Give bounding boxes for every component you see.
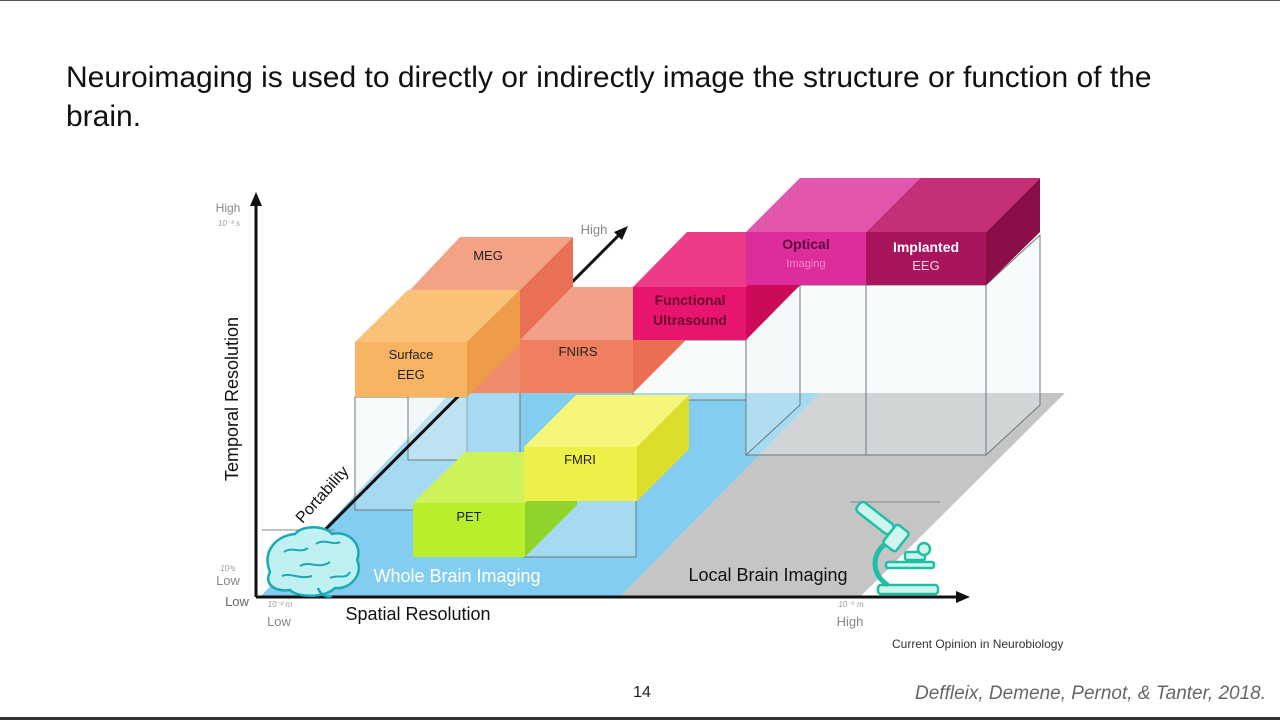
bottom-border (0, 717, 1280, 720)
x-axis-low: Low (267, 614, 291, 629)
y-axis-high: High (216, 201, 241, 215)
functional-ultrasound-label-1: Functional (655, 292, 726, 308)
x-axis-high: High (837, 614, 864, 629)
surface-eeg-label-1: Surface (389, 347, 434, 362)
functional-ultrasound-label-2: Ultrasound (653, 312, 727, 328)
depth-axis-high: High (581, 222, 608, 237)
block-fmri: FMRI (524, 395, 689, 501)
journal-name: Current Opinion in Neurobiology (892, 637, 1064, 651)
local-brain-region (620, 393, 1065, 597)
implanted-eeg-label-2: EEG (912, 258, 939, 273)
optical-label-1: Optical (782, 236, 829, 252)
y-axis-high-unit: 10⁻³ s (218, 219, 240, 228)
y-axis-low-unit: 10³s (220, 564, 236, 573)
pet-label: PET (456, 509, 481, 524)
microscope-icon (855, 500, 940, 596)
fmri-label: FMRI (564, 452, 596, 467)
slide-title: Neuroimaging is used to directly or indi… (66, 61, 1152, 133)
optical-label-2: Imaging (786, 258, 825, 270)
y-axis-label: Temporal Resolution (222, 317, 242, 481)
page-number: 14 (633, 684, 651, 701)
x-axis-low-unit: 10⁻² m (268, 600, 293, 609)
fnirs-label: FNIRS (559, 344, 598, 359)
block-optical-imaging: Optical Imaging (746, 178, 920, 285)
implanted-eeg-label-1: Implanted (893, 239, 959, 255)
top-border (0, 0, 1280, 1)
x-axis-label: Spatial Resolution (345, 604, 490, 624)
block-implanted-eeg: Implanted EEG (866, 178, 1040, 285)
block-surface-eeg: Surface EEG (355, 290, 520, 397)
brain-icon (266, 526, 360, 598)
x-axis-high-unit: 10⁻⁵ m (838, 600, 864, 609)
local-brain-label: Local Brain Imaging (688, 565, 847, 585)
whole-brain-label: Whole Brain Imaging (373, 566, 540, 586)
citation: Deffleix, Demene, Pernot, & Tanter, 2018… (915, 683, 1266, 704)
meg-label: MEG (473, 248, 503, 263)
y-axis-low: Low (216, 573, 240, 588)
surface-eeg-label-2: EEG (397, 367, 424, 382)
corner-low: Low (225, 594, 249, 609)
